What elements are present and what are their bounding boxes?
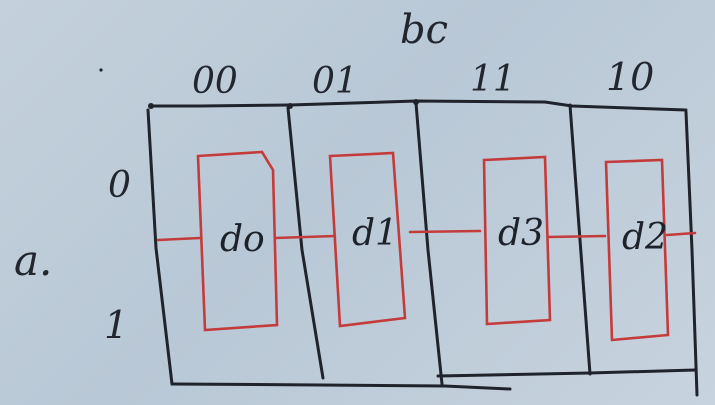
cell-box-d3: [482, 155, 552, 326]
column-header-00: 00: [192, 61, 238, 102]
cell-d1: d1: [352, 213, 398, 254]
cell-d2: d2: [622, 217, 668, 258]
row-header-0: 0: [108, 165, 131, 206]
grid-line-left: [146, 108, 174, 386]
column-variable-label: bc: [400, 7, 449, 53]
cell-box-d0: [196, 150, 279, 332]
cell-d0: do: [220, 219, 265, 260]
kmap-red-annotations: [156, 150, 697, 342]
column-header-10: 10: [606, 55, 655, 99]
cell-box-d2: [604, 158, 670, 342]
grid-line-3: [568, 103, 592, 376]
kmap-grid: [146, 99, 699, 397]
grid-bottom-border: [170, 382, 512, 391]
row-header-1: 1: [104, 303, 129, 347]
grid-line-right: [684, 110, 699, 397]
ink-dot: [413, 99, 419, 105]
grid-bottom-right-border: [436, 368, 697, 378]
column-header-11: 11: [470, 59, 516, 100]
cell-box-d1: [328, 151, 407, 328]
grid-line-1: [286, 106, 325, 380]
column-header-01: 01: [312, 61, 358, 102]
ink-dot: [287, 103, 293, 109]
ink-dot: [148, 103, 154, 109]
grid-line-2: [414, 101, 444, 386]
ink-dot: [99, 68, 103, 72]
cell-d3: d3: [498, 213, 544, 254]
row-variable-label: a.: [14, 236, 53, 285]
row-divider: [156, 229, 697, 242]
ink-dots: [99, 68, 419, 109]
